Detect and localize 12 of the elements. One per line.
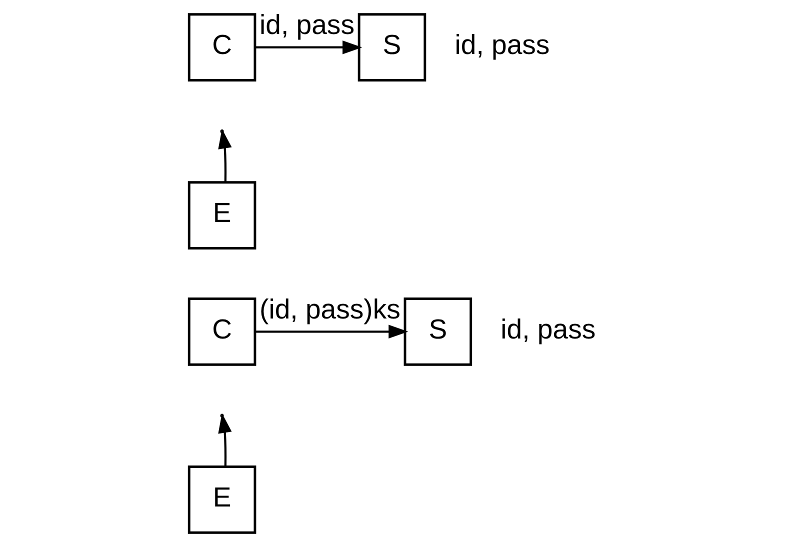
edge-label: (id, pass)ks [260,294,400,325]
arrow [255,40,362,54]
node-box: C [188,13,256,82]
edge-label: id, pass [260,9,354,40]
node-box: C [188,298,256,366]
arrow [255,324,408,339]
node-box: S [358,13,426,82]
node-box: E [188,466,256,534]
node-label: id, pass [500,313,596,344]
node-label: id, pass [454,29,550,60]
node-box: S [404,298,472,366]
node-box: E [188,181,256,250]
